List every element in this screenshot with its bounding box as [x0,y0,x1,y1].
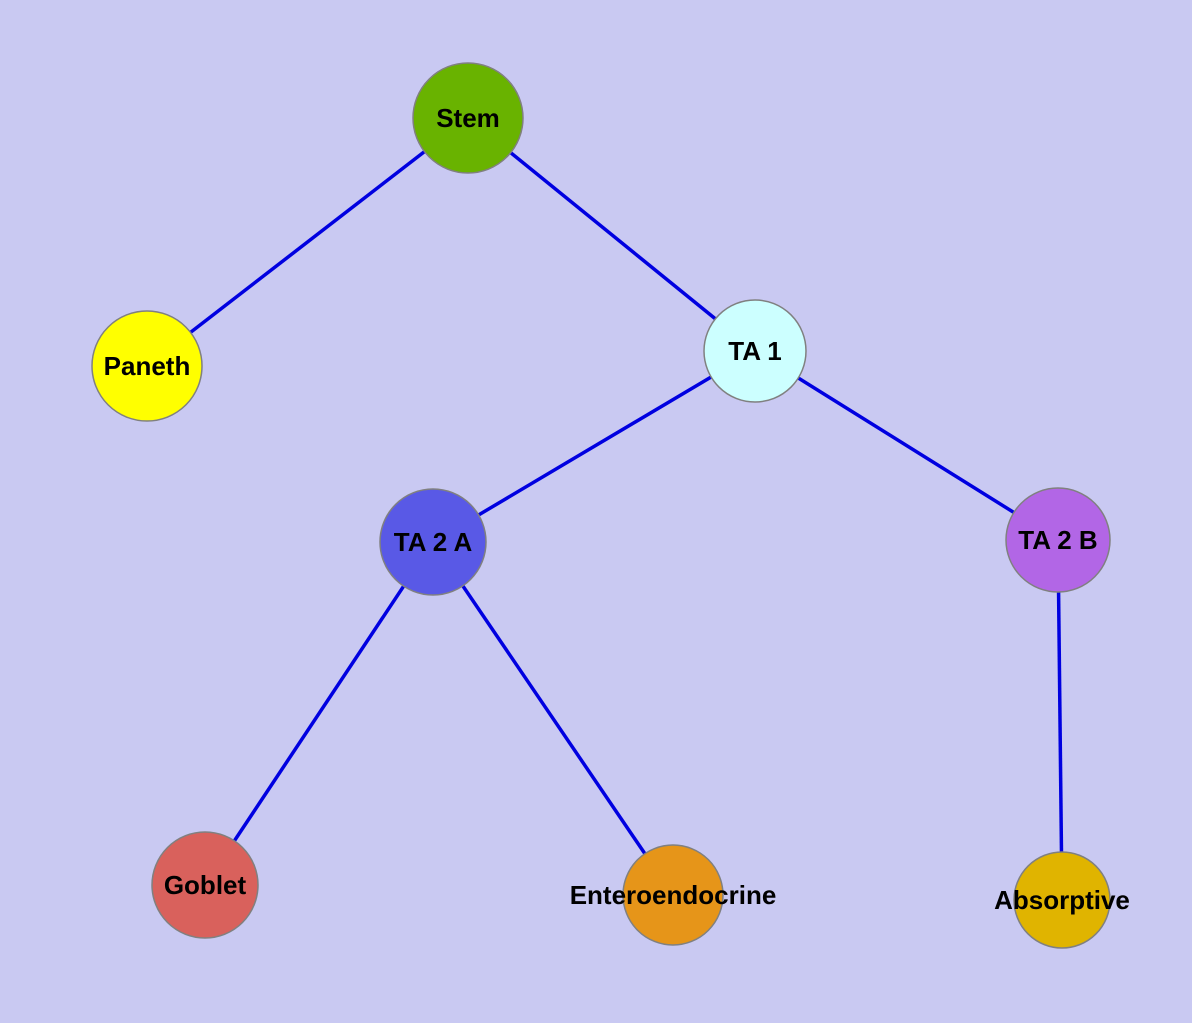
node-ta2b[interactable]: TA 2 B [1005,487,1111,593]
edge-ta2b-absorptive [1056,539,1064,901]
node-circle-ta2a[interactable] [379,488,487,596]
node-circle-enteroendocrine[interactable] [622,844,724,946]
edge-ta2a-enteroendocrine [431,541,675,896]
node-circle-goblet[interactable] [151,831,259,939]
node-stem[interactable]: Stem [412,62,524,174]
edge-stem-paneth [145,116,470,368]
node-circle-ta1[interactable] [703,299,807,403]
node-goblet[interactable]: Goblet [151,831,259,939]
node-ta1[interactable]: TA 1 [703,299,807,403]
node-ta2a[interactable]: TA 2 A [379,488,487,596]
edge-stem-ta1 [466,116,757,353]
edge-ta1-ta2b [754,349,1059,542]
node-circle-ta2b[interactable] [1005,487,1111,593]
node-circle-absorptive[interactable] [1013,851,1111,949]
edge-ta1-ta2a [432,349,756,544]
node-circle-stem[interactable] [412,62,524,174]
edge-ta2a-goblet [203,541,435,886]
node-paneth[interactable]: Paneth [91,310,203,422]
node-circle-paneth[interactable] [91,310,203,422]
